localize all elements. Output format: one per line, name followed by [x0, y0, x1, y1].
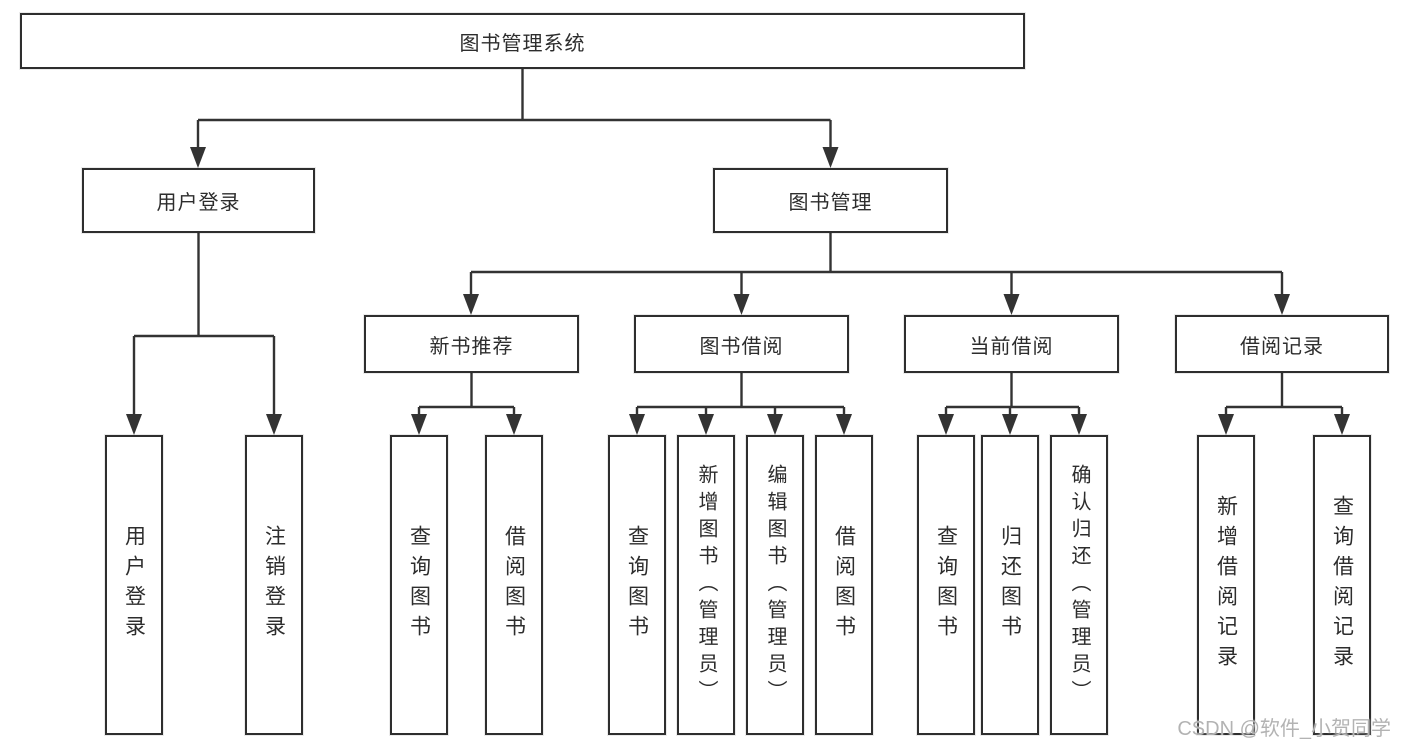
node-label: 新增图书（管理员）	[695, 463, 717, 707]
leaf-edit-book-admin: 编辑图书（管理员）	[746, 435, 804, 735]
node-label: 查询图书	[407, 525, 431, 645]
leaf-query-books-borrowing: 查询图书	[608, 435, 666, 735]
leaf-logout: 注销登录	[245, 435, 303, 735]
node-label: 当前借阅	[969, 335, 1054, 358]
node-label: 图书管理系统	[459, 32, 586, 55]
leaf-add-borrow-record: 新增借阅记录	[1197, 435, 1255, 735]
leaf-query-books-recommend: 查询图书	[390, 435, 448, 735]
node-borrowing-records: 借阅记录	[1175, 315, 1389, 373]
node-label: 借阅图书	[832, 525, 856, 645]
node-current-borrowing: 当前借阅	[904, 315, 1119, 373]
node-label: 编辑图书（管理员）	[764, 463, 786, 707]
node-new-book-recommendation: 新书推荐	[364, 315, 579, 373]
leaf-confirm-return-admin: 确认归还（管理员）	[1050, 435, 1108, 735]
leaf-return-books: 归还图书	[981, 435, 1039, 735]
node-label: 查询图书	[625, 525, 649, 645]
node-book-borrowing: 图书借阅	[634, 315, 849, 373]
node-label: 借阅图书	[502, 525, 526, 645]
node-label: 图书管理	[788, 192, 873, 214]
node-label: 用户登录	[122, 525, 146, 645]
node-label: 注销登录	[262, 525, 286, 645]
node-library-management-system: 图书管理系统	[20, 13, 1025, 69]
node-label: 用户登录	[156, 192, 241, 214]
node-label: 归还图书	[998, 525, 1022, 645]
node-label: 新增借阅记录	[1214, 495, 1238, 675]
leaf-query-books-current: 查询图书	[917, 435, 975, 735]
node-label: 查询图书	[934, 525, 958, 645]
node-label: 借阅记录	[1240, 335, 1324, 358]
node-label: 新书推荐	[429, 335, 514, 358]
node-label: 查询借阅记录	[1330, 495, 1354, 675]
leaf-borrow-books-borrowing: 借阅图书	[815, 435, 873, 735]
leaf-user-login: 用户登录	[105, 435, 163, 735]
node-book-management: 图书管理	[713, 168, 948, 233]
node-user-login: 用户登录	[82, 168, 315, 233]
leaf-query-borrow-record: 查询借阅记录	[1313, 435, 1371, 735]
leaf-borrow-books-recommend: 借阅图书	[485, 435, 543, 735]
node-label: 图书借阅	[699, 335, 784, 358]
node-label: 确认归还（管理员）	[1068, 463, 1090, 707]
leaf-add-book-admin: 新增图书（管理员）	[677, 435, 735, 735]
csdn-watermark: CSDN @软件_小贺同学	[1177, 718, 1391, 740]
